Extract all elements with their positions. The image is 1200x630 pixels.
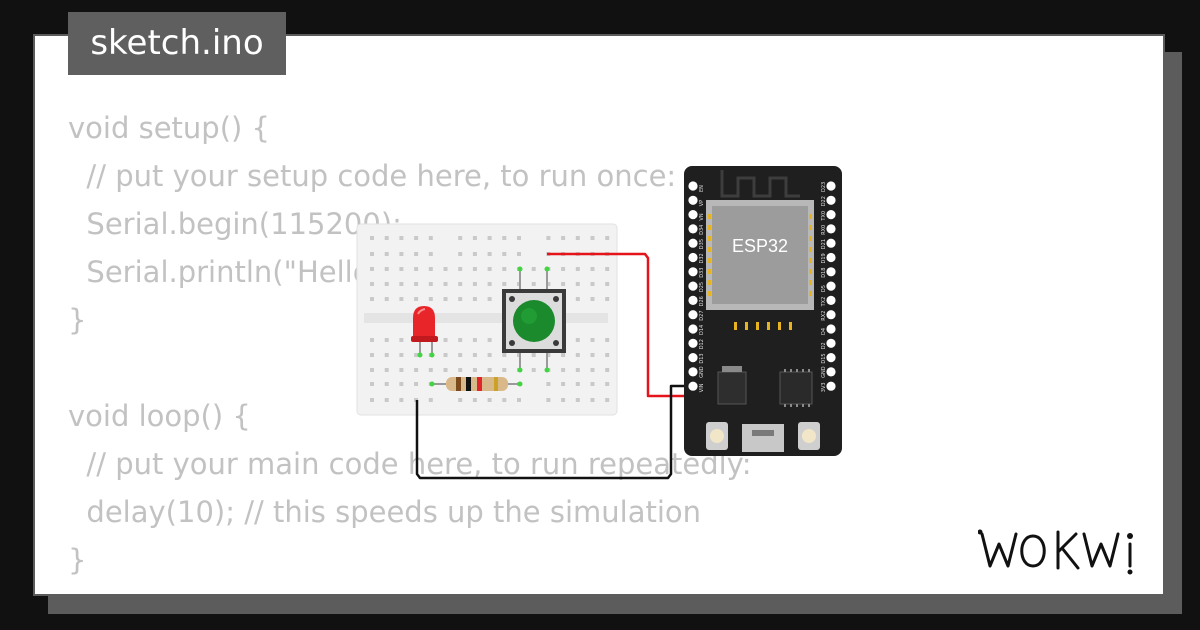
board-pin-hole[interactable] <box>826 381 836 391</box>
pin-label: D22 <box>821 196 827 206</box>
board-pin-hole[interactable] <box>688 295 698 305</box>
usb-chip <box>779 371 813 405</box>
code-line: void setup() { <box>68 111 270 145</box>
board-pin-hole[interactable] <box>826 295 836 305</box>
code-line: // put your setup code here, to run once… <box>68 159 677 193</box>
board-pin-hole[interactable] <box>688 381 698 391</box>
pin-label: D25 <box>699 282 705 292</box>
board-pin-hole[interactable] <box>826 338 836 348</box>
pin-label: D13 <box>699 353 705 363</box>
pin-label: D32 <box>699 253 705 263</box>
pin-label: D2 <box>821 342 827 349</box>
pin-label: GND <box>699 366 705 378</box>
pin-label: EN <box>699 185 705 192</box>
board-pin-hole[interactable] <box>688 324 698 334</box>
board-pin-hole[interactable] <box>826 195 836 205</box>
code-line: } <box>68 543 87 577</box>
pin-label: D26 <box>699 296 705 306</box>
black-wire[interactable] <box>415 384 695 480</box>
usb-port <box>742 424 784 452</box>
file-tab-sketch[interactable]: sketch.ino <box>68 12 286 75</box>
boot-button[interactable] <box>706 422 728 450</box>
code-line: Serial.begin(115200); <box>68 207 402 241</box>
pin-label: VIN <box>699 383 705 392</box>
red-led[interactable] <box>411 306 438 358</box>
board-pin-hole[interactable] <box>826 310 836 320</box>
wokwi-logo <box>978 529 1133 575</box>
red-wire[interactable] <box>547 252 695 398</box>
pin-label: D23 <box>821 182 827 192</box>
board-pin-hole[interactable] <box>688 367 698 377</box>
pin-label: D21 <box>821 239 827 249</box>
code-line: void loop() { <box>68 399 251 433</box>
board-pin-hole[interactable] <box>688 310 698 320</box>
pin-label: D12 <box>699 339 705 349</box>
board-pin-hole[interactable] <box>826 252 836 263</box>
pin-label: D14 <box>699 325 705 335</box>
board-pin-hole[interactable] <box>826 267 836 277</box>
reset-button[interactable] <box>798 422 820 450</box>
code-editor[interactable]: void setup() { // put your setup code he… <box>68 104 752 584</box>
board-pin-hole[interactable] <box>688 338 698 348</box>
resistor[interactable] <box>429 377 523 391</box>
pin-label: D15 <box>821 353 827 363</box>
pin-label: D18 <box>821 268 827 278</box>
chip-label: ESP32 <box>732 236 788 256</box>
board-pin-hole[interactable] <box>826 181 836 191</box>
board-pin-hole[interactable] <box>826 324 836 334</box>
board-pin-hole[interactable] <box>826 367 836 377</box>
board-pin-hole[interactable] <box>688 281 698 291</box>
pin-label: D34 <box>699 225 705 235</box>
pushbutton[interactable] <box>502 266 566 373</box>
pin-label: D4 <box>821 328 827 335</box>
board-pin-hole[interactable] <box>688 224 698 234</box>
board-pin-hole[interactable] <box>826 238 836 248</box>
pin-label: VP <box>699 200 705 206</box>
pin-label: D33 <box>699 268 705 278</box>
pin-label: D35 <box>699 239 705 249</box>
pin-label: D27 <box>699 310 705 320</box>
board-pin-hole[interactable] <box>826 353 836 363</box>
board-pin-hole[interactable] <box>688 210 698 220</box>
pin-label: RX2 <box>821 311 827 321</box>
pin-label: 3V3 <box>821 382 827 392</box>
board-pin-hole[interactable] <box>688 267 698 277</box>
breadboard[interactable] <box>356 223 618 416</box>
board-pin-hole[interactable] <box>826 281 836 291</box>
board-pin-hole[interactable] <box>688 238 698 248</box>
board-pin-hole[interactable] <box>688 353 698 363</box>
board-pin-hole[interactable] <box>688 252 698 263</box>
pin-label: VN <box>699 213 705 220</box>
board-pin-hole[interactable] <box>688 181 698 191</box>
pin-label: TX2 <box>821 297 827 308</box>
pin-label: GND <box>821 366 827 378</box>
code-line: } <box>68 303 87 337</box>
esp32-board[interactable]: ESP32 ENVPVND34D35D32D33D25D26D27D14D12D… <box>684 166 842 456</box>
board-pin-hole[interactable] <box>688 195 698 205</box>
board-pin-hole[interactable] <box>826 224 836 234</box>
board-pin-hole[interactable] <box>826 210 836 220</box>
pin-label: RX0 <box>821 225 827 235</box>
pin-label: TX0 <box>821 211 827 222</box>
voltage-regulator <box>717 371 747 405</box>
pin-label: D5 <box>821 285 827 292</box>
pin-label: D19 <box>821 253 827 263</box>
code-line: delay(10); // this speeds up the simulat… <box>68 495 702 529</box>
